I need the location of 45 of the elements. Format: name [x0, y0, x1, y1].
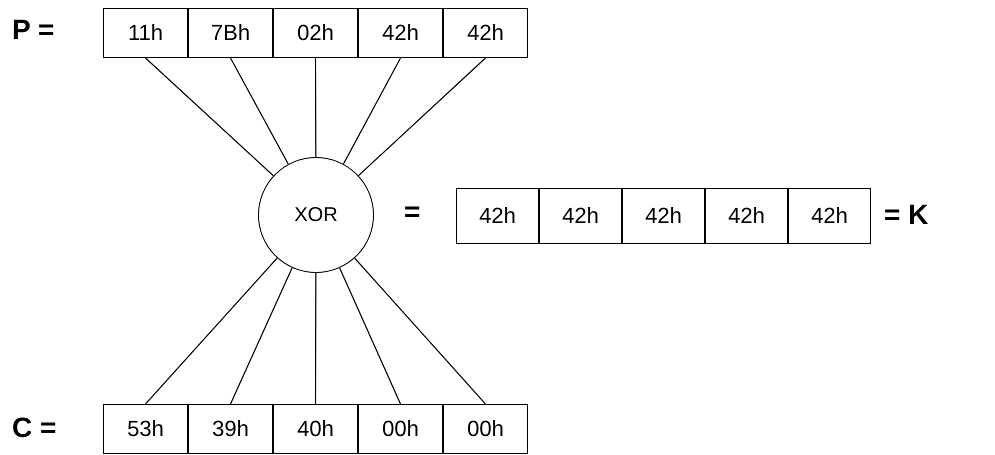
- hex-value: 42h: [382, 20, 419, 46]
- hex-value: 42h: [728, 203, 765, 229]
- connector-line: [342, 58, 402, 164]
- byte-cell: [456, 188, 539, 244]
- byte-cell: [103, 8, 188, 58]
- connector-line: [230, 58, 289, 164]
- byte-cell: [273, 404, 358, 454]
- hex-value: 42h: [479, 203, 516, 229]
- hex-value: 11h: [128, 20, 164, 46]
- connector-line: [230, 268, 293, 404]
- operator-label: XOR: [294, 204, 338, 226]
- connector-line: [354, 258, 486, 404]
- connector-line: [145, 58, 274, 176]
- hex-value: 40h: [297, 416, 334, 442]
- equation-label: =: [404, 196, 420, 228]
- byte-cell: [705, 188, 788, 244]
- byte-cell: [443, 404, 528, 454]
- hex-value: 02h: [297, 20, 334, 46]
- byte-cell: [443, 8, 528, 58]
- byte-cell: [103, 404, 188, 454]
- connector-line: [314, 273, 316, 404]
- connector-line: [339, 268, 402, 404]
- connector-line: [314, 58, 316, 157]
- equation-label: P =: [12, 14, 54, 46]
- byte-cell: [188, 404, 273, 454]
- byte-cell: [788, 188, 871, 244]
- hex-value: 00h: [382, 416, 419, 442]
- byte-cell: [358, 404, 443, 454]
- hex-value: 00h: [467, 416, 504, 442]
- connector-line: [358, 58, 486, 176]
- hex-value: 42h: [467, 20, 504, 46]
- byte-cell: [358, 8, 443, 58]
- connector-line: [145, 258, 278, 404]
- equation-label: C =: [12, 412, 56, 444]
- byte-cell: [188, 8, 273, 58]
- hex-value: 42h: [562, 203, 599, 229]
- hex-value: 39h: [212, 416, 249, 442]
- hex-value: 53h: [127, 416, 164, 442]
- byte-cell: [622, 188, 705, 244]
- hex-value: 42h: [811, 203, 848, 229]
- hex-value: 7Bh: [210, 20, 250, 46]
- byte-cell: [273, 8, 358, 58]
- hex-value: 42h: [645, 203, 682, 229]
- equation-label: = K: [884, 199, 928, 231]
- byte-cell: [539, 188, 622, 244]
